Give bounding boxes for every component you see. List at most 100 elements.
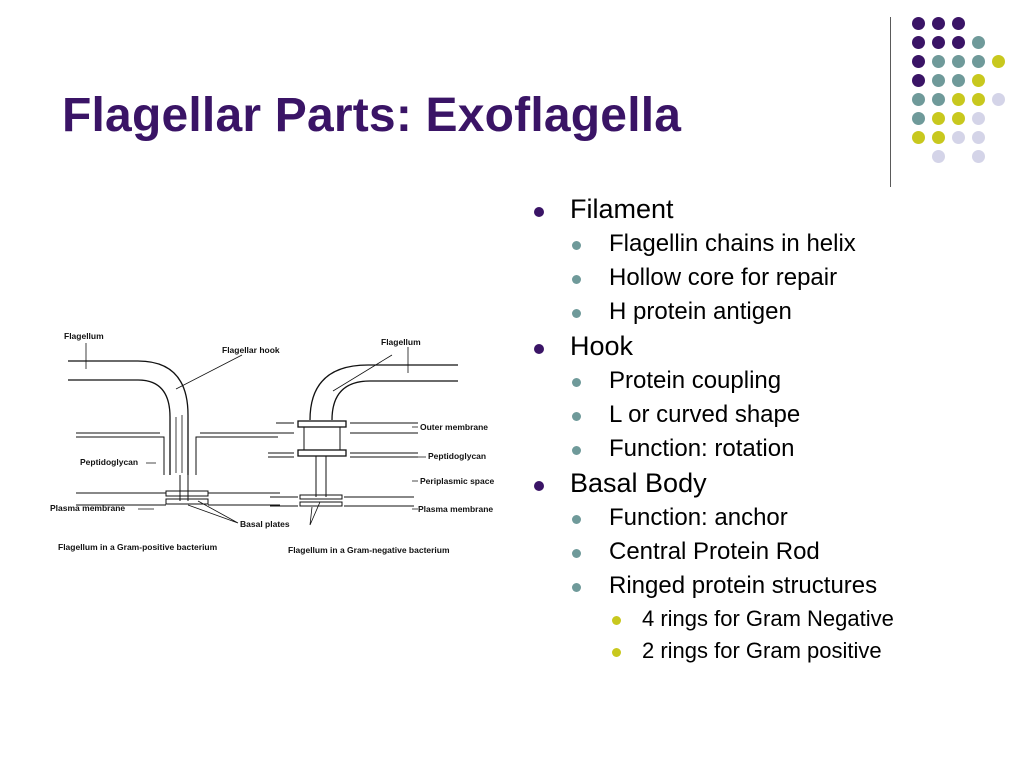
decorative-dot-grid — [0, 0, 1024, 200]
bullet-text: Hook — [570, 331, 634, 361]
decorative-dot — [952, 17, 965, 30]
right-flagellum-filament — [309, 364, 458, 421]
decorative-dot — [972, 131, 985, 144]
label-periplasmic-space: Periplasmic space — [420, 476, 494, 486]
decorative-dot — [952, 112, 965, 125]
right-flagellum-filament-lower — [331, 380, 458, 421]
bullet-text: Ringed protein structures — [609, 572, 878, 599]
bullet-marker-icon — [534, 481, 544, 491]
right-ring-2 — [297, 449, 347, 457]
decorative-dot — [932, 131, 945, 144]
bullet-item-level-2: Flagellin chains in helix — [532, 227, 1012, 261]
bullet-text: 4 rings for Gram Negative — [642, 606, 894, 631]
leader-lines — [85, 343, 426, 526]
right-ring-1 — [297, 420, 347, 428]
bullet-item-level-1: Basal Body — [532, 466, 1012, 501]
bullet-marker-icon — [534, 344, 544, 354]
bullet-marker-icon — [572, 549, 581, 558]
decorative-dot — [912, 74, 925, 87]
bullet-marker-icon — [572, 241, 581, 250]
left-flagellum-filament-lower — [68, 379, 171, 475]
bullet-marker-icon — [572, 515, 581, 524]
decorative-dot — [972, 93, 985, 106]
bullet-text: 2 rings for Gram positive — [642, 638, 882, 663]
decorative-dot — [972, 74, 985, 87]
bullet-marker-icon — [612, 616, 621, 625]
decorative-dot — [952, 36, 965, 49]
right-ring-4 — [299, 501, 343, 507]
decorative-dot — [932, 93, 945, 106]
label-plasma-membrane-left: Plasma membrane — [50, 503, 125, 513]
label-peptidoglycan-left: Peptidoglycan — [80, 457, 138, 467]
bullet-marker-icon — [572, 275, 581, 284]
bullet-item-level-3: 2 rings for Gram positive — [532, 635, 1012, 667]
bullet-text: Filament — [570, 194, 674, 224]
left-basal-plate-top — [165, 490, 209, 497]
left-basal-plate-bottom — [165, 498, 209, 505]
caption-gram-negative: Flagellum in a Gram-negative bacterium — [288, 545, 450, 555]
decorative-dot — [932, 17, 945, 30]
decorative-dot — [972, 36, 985, 49]
decorative-dot — [912, 17, 925, 30]
label-flagellar-hook: Flagellar hook — [222, 345, 280, 355]
bullet-item-level-1: Filament — [532, 192, 1012, 227]
right-outer-membrane — [276, 422, 418, 434]
decorative-dot — [972, 150, 985, 163]
bullet-item-level-1: Hook — [532, 329, 1012, 364]
decorative-dot — [952, 74, 965, 87]
left-peptidoglycan — [76, 432, 278, 475]
decorative-dot — [912, 131, 925, 144]
bullet-item-level-2: L or curved shape — [532, 398, 1012, 432]
bullet-text: Basal Body — [570, 468, 707, 498]
label-plasma-membrane-right: Plasma membrane — [418, 504, 493, 514]
bullet-text: Flagellin chains in helix — [609, 230, 856, 257]
label-basal-plates: Basal plates — [240, 519, 290, 529]
bullet-item-level-2: Ringed protein structures — [532, 569, 1012, 603]
decorative-dot — [952, 93, 965, 106]
bullet-marker-icon — [572, 309, 581, 318]
bullet-item-level-2: H protein antigen — [532, 295, 1012, 329]
decorative-dot — [912, 36, 925, 49]
bullet-marker-icon — [534, 207, 544, 217]
right-ring-3 — [299, 494, 343, 500]
decorative-dot — [992, 93, 1005, 106]
bullet-marker-icon — [612, 648, 621, 657]
bullet-text: Function: rotation — [609, 435, 795, 462]
caption-gram-positive: Flagellum in a Gram-positive bacterium — [58, 542, 218, 552]
decorative-dot — [912, 55, 925, 68]
bullet-text: Protein coupling — [609, 367, 782, 394]
decorative-dot — [972, 112, 985, 125]
bullet-text: Hollow core for repair — [609, 264, 838, 291]
decorative-dot — [932, 150, 945, 163]
bullet-item-level-3: 4 rings for Gram Negative — [532, 603, 1012, 635]
decorative-dot — [932, 36, 945, 49]
decorative-dot — [952, 131, 965, 144]
decorative-dot — [952, 55, 965, 68]
bullet-item-level-2: Protein coupling — [532, 364, 1012, 398]
label-flagellum-left: Flagellum — [64, 331, 104, 341]
decorative-dot — [912, 112, 925, 125]
decorative-dot — [992, 55, 1005, 68]
slide-title: Flagellar Parts: Exoflagella — [62, 89, 682, 142]
bullet-marker-icon — [572, 412, 581, 421]
right-rod — [315, 456, 327, 497]
right-ring-connector — [303, 427, 341, 450]
decorative-dot — [972, 55, 985, 68]
decorative-dot — [932, 74, 945, 87]
bullet-item-level-2: Function: anchor — [532, 501, 1012, 535]
left-rod — [179, 475, 189, 501]
left-flagellum-filament — [68, 360, 189, 475]
bullet-item-level-2: Hollow core for repair — [532, 261, 1012, 295]
bullet-item-level-2: Function: rotation — [532, 432, 1012, 466]
decorative-dot — [912, 93, 925, 106]
bullet-marker-icon — [572, 378, 581, 387]
bullet-text: Central Protein Rod — [609, 538, 820, 565]
label-outer-membrane: Outer membrane — [420, 422, 488, 432]
right-peptidoglycan — [268, 452, 418, 458]
decorative-dot — [932, 112, 945, 125]
label-peptidoglycan-right: Peptidoglycan — [428, 451, 486, 461]
flagellum-diagram-svg: Flagellum Flagellar hook Flagellum Outer… — [50, 331, 494, 555]
bullet-text: H protein antigen — [609, 298, 792, 325]
